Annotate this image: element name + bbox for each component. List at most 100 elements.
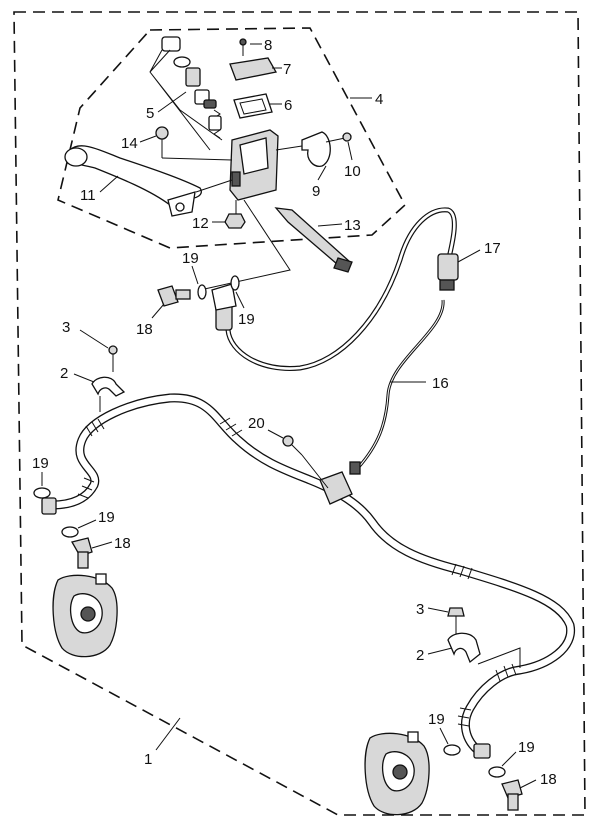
clamp-bolt-3-upper-head — [108, 345, 118, 355]
junction-bolt-20-head — [282, 435, 294, 447]
washer-19-right-b — [488, 766, 506, 778]
leader-19-right-b — [501, 751, 517, 767]
banjo-bolt-18-right-shaft — [507, 793, 519, 811]
switch-13-leader — [199, 199, 291, 291]
callout-5: 5 — [146, 105, 154, 122]
upper-brake-hose — [211, 207, 459, 475]
hose-banjo-upper — [211, 283, 237, 311]
front-right-brake-caliper — [364, 731, 430, 816]
leader-9 — [317, 165, 327, 181]
front-left-brake-caliper-bore — [80, 606, 96, 622]
rib-3 — [97, 418, 105, 430]
assembly-boundary-1 — [13, 11, 586, 816]
clamp-bolt-10 — [325, 137, 346, 143]
rib-6 — [231, 429, 243, 437]
clamp-bolt-10-head — [342, 132, 352, 142]
rib-13 — [511, 663, 517, 676]
leader-2-lower — [427, 647, 453, 655]
callout-19-right-a: 19 — [428, 711, 445, 728]
rib-5 — [225, 423, 237, 431]
rib-16 — [459, 707, 472, 711]
banjo-bolt-18-upper-shaft — [175, 289, 191, 300]
assembly-boundary-4 — [57, 27, 407, 249]
washer-19-upper-b — [230, 275, 240, 291]
leader-10 — [347, 141, 353, 161]
rib-12 — [467, 567, 473, 580]
dust-boot — [161, 36, 181, 52]
callout-18-left: 18 — [114, 535, 131, 552]
diaphragm-6-inner — [239, 98, 267, 115]
rib-7 — [83, 477, 95, 483]
leader-17 — [457, 249, 481, 263]
washer-19-left-a — [33, 487, 51, 499]
spring-cup — [208, 115, 222, 131]
clamp-2-lower-leader — [477, 647, 521, 668]
leader-18-right — [519, 779, 537, 789]
callout-14: 14 — [121, 135, 138, 152]
front-right-brake-caliper-bore — [392, 764, 408, 780]
callout-4: 4 — [375, 91, 383, 108]
metal-line-16-fitting — [349, 461, 361, 475]
hose-ribs — [77, 417, 517, 727]
banjo-bolt-18-left-shaft — [77, 551, 89, 569]
leader-18-upper — [151, 303, 165, 319]
callout-7: 7 — [283, 61, 291, 78]
rib-1 — [85, 425, 93, 437]
hose-clamp-2-lower — [447, 632, 481, 664]
banjo-bolt-18-upper — [157, 285, 179, 307]
callout-19-upper-b: 19 — [238, 311, 255, 328]
washer-19-left-b — [61, 526, 79, 538]
hose-junction-block — [319, 471, 353, 505]
rib-10 — [451, 563, 457, 576]
front-left-hose-end — [41, 497, 57, 515]
hose-joint-17-nut — [439, 279, 455, 291]
front-left-banjo-group — [33, 487, 93, 569]
callout-2-lower: 2 — [416, 647, 424, 664]
hose-clamp-lower-group — [447, 607, 521, 668]
brake-lever-11-ball — [64, 147, 88, 167]
reservoir-cover-7 — [229, 57, 278, 81]
handlebar-clamp-9 — [301, 131, 331, 167]
callout-19-upper-a: 19 — [182, 250, 199, 267]
callout-18-upper: 18 — [136, 321, 153, 338]
callout-19-left-b: 19 — [98, 509, 115, 526]
front-right-brake-caliper-bleeder — [407, 731, 419, 743]
washer-19-upper-a — [197, 284, 207, 300]
pivot-bolt-14-head — [155, 126, 169, 140]
brake-lever-11 — [69, 145, 202, 206]
clamp-9-leader — [275, 145, 303, 151]
metal-brake-line-16-inner — [357, 299, 444, 469]
junction-bolt-20-leader — [301, 454, 329, 489]
rib-9 — [77, 493, 89, 499]
front-left-brake-caliper — [52, 573, 118, 658]
leader-20 — [267, 429, 284, 439]
callout-19-left-a: 19 — [32, 455, 49, 472]
leader-1 — [155, 717, 181, 751]
main-brake-hose — [41, 393, 576, 759]
cover-screw-8-head — [239, 38, 247, 46]
leader-5 — [157, 91, 187, 113]
callout-17: 17 — [484, 240, 501, 257]
leader-3-upper — [79, 329, 109, 349]
secondary-cup — [203, 99, 217, 109]
hose-clamp-2-upper — [91, 376, 126, 397]
main-hose-inner — [48, 394, 574, 756]
rib-11 — [459, 565, 465, 578]
upper-hose-outer — [225, 207, 457, 371]
upper-hose-inner — [226, 208, 456, 370]
lever-link-line — [195, 179, 233, 193]
hose-clamp-upper-group — [91, 345, 126, 412]
leader-11 — [99, 175, 119, 193]
master-cylinder-reservoir — [239, 137, 269, 175]
rib-14 — [503, 665, 509, 678]
callout-13: 13 — [344, 217, 361, 234]
brake-lever-11-hole — [175, 202, 185, 212]
callout-12: 12 — [192, 215, 209, 232]
leader-19-right-a — [439, 727, 449, 745]
junction-bolt-20-shaft — [291, 444, 303, 456]
upper-banjo-bolt-group — [157, 275, 240, 307]
leader-13 — [317, 223, 343, 227]
callout-11: 11 — [80, 187, 96, 204]
leader-19-upper-a — [191, 265, 199, 285]
callout-3-lower: 3 — [416, 601, 424, 618]
